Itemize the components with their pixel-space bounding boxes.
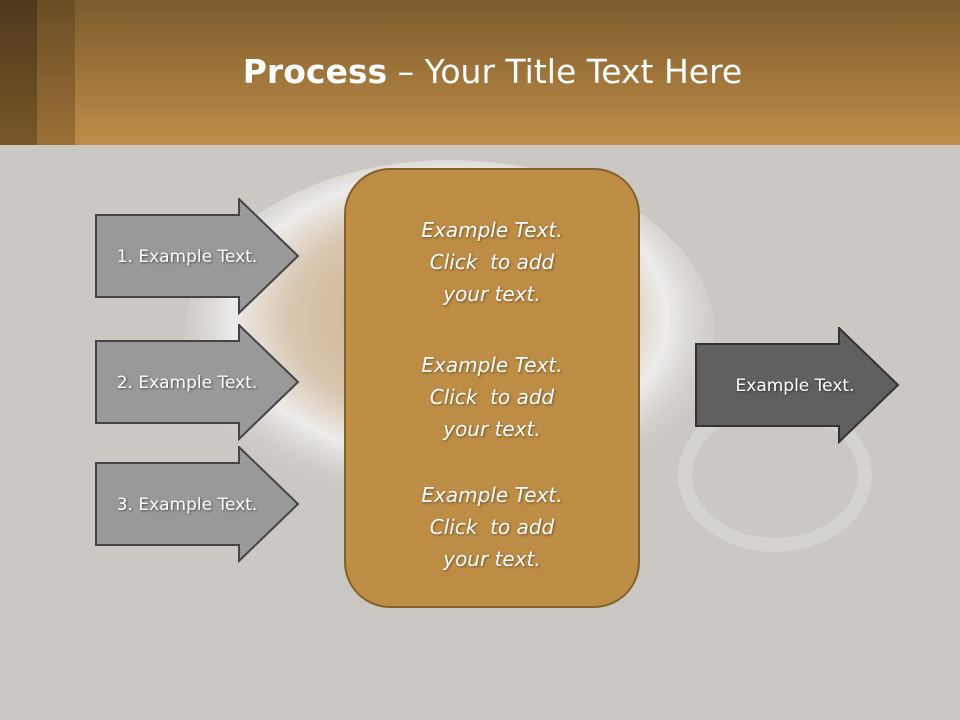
process-text-block-1: Example Text. Click to add your text.	[346, 214, 638, 310]
title-bold: Process	[242, 52, 388, 91]
text-line: Click to add	[429, 250, 555, 274]
process-box[interactable]: Example Text. Click to add your text. Ex…	[344, 168, 640, 608]
text-line: Click to add	[429, 515, 555, 539]
input-arrow-label: 2. Example Text.	[116, 372, 258, 393]
process-text-block-3: Example Text. Click to add your text.	[346, 479, 638, 575]
header-strip-dark	[0, 0, 37, 145]
input-arrow-label: 1. Example Text.	[116, 246, 258, 267]
input-arrow-3[interactable]: 3. Example Text.	[95, 446, 301, 563]
text-line: Example Text.	[421, 483, 563, 507]
text-line: your text.	[443, 417, 541, 441]
title-rest: – Your Title Text Here	[387, 52, 743, 91]
text-line: Example Text.	[421, 353, 563, 377]
text-line: your text.	[443, 547, 541, 571]
input-arrow-label: 3. Example Text.	[116, 494, 258, 515]
text-line: Example Text.	[421, 218, 563, 242]
output-arrow[interactable]: Example Text.	[695, 327, 901, 444]
output-arrow-label: Example Text.	[735, 375, 855, 396]
slide-title: Process – Your Title Text Here	[0, 52, 960, 91]
text-line: your text.	[443, 282, 541, 306]
header-strip-medium	[37, 0, 75, 145]
header-bar: Process – Your Title Text Here	[0, 0, 960, 145]
text-line: Click to add	[429, 385, 555, 409]
input-arrow-2[interactable]: 2. Example Text.	[95, 324, 301, 441]
process-text-block-2: Example Text. Click to add your text.	[346, 349, 638, 445]
input-arrow-1[interactable]: 1. Example Text.	[95, 198, 301, 315]
